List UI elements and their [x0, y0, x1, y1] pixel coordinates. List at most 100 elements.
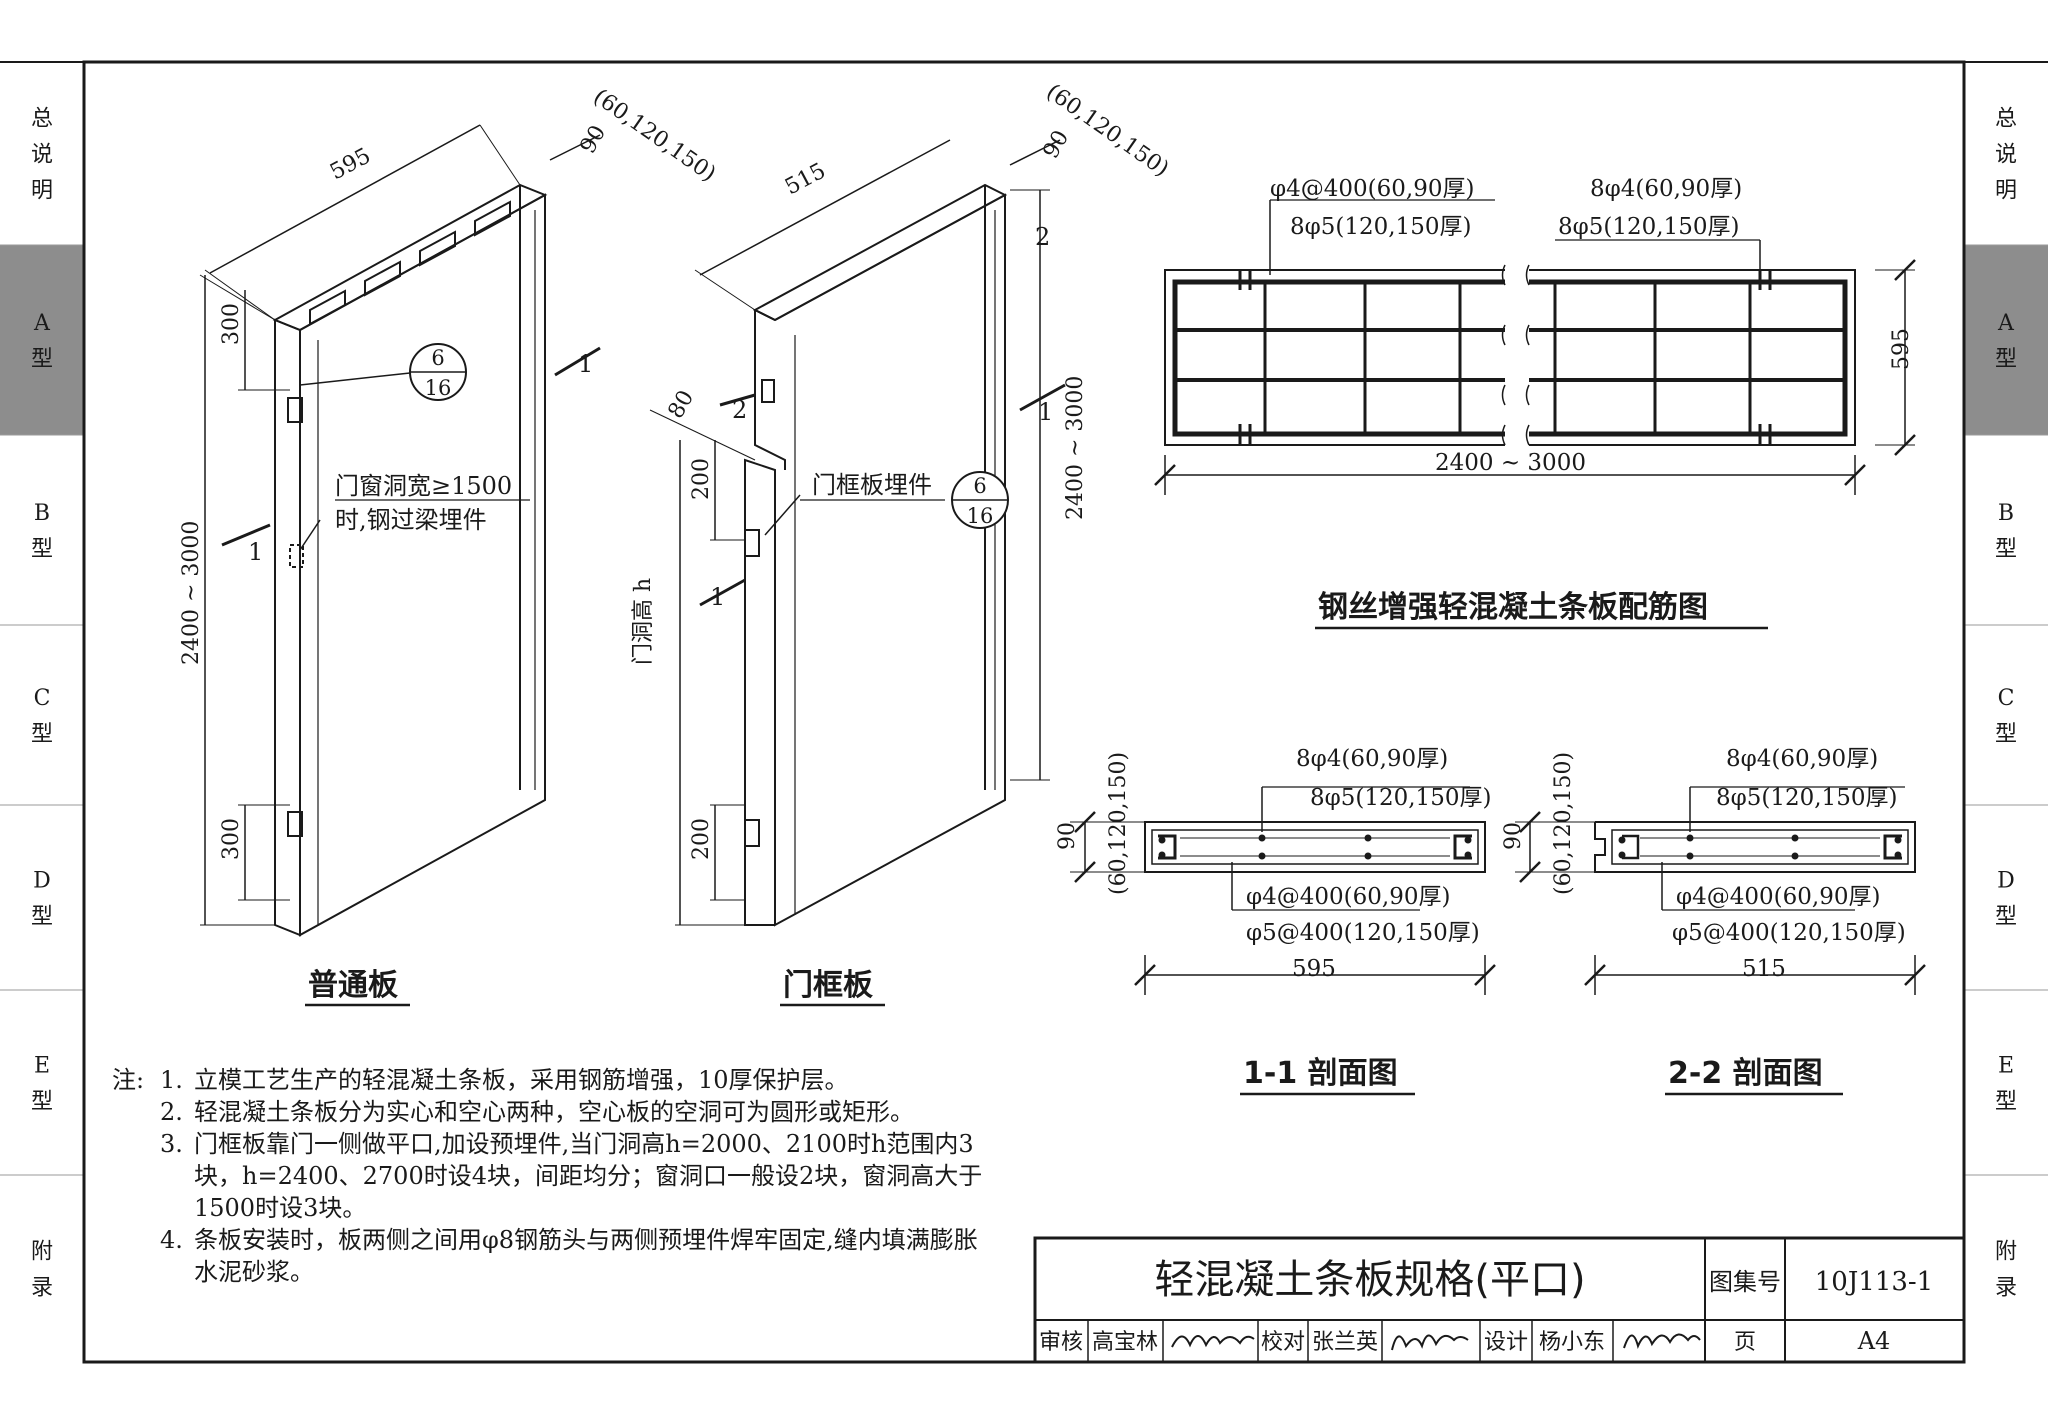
note-number: 1. [160, 1066, 183, 1094]
door-notch-dim: 80 [664, 386, 700, 423]
sec2-top-label1: 8φ4(60,90厚) [1726, 746, 1878, 772]
side-tab-highlight [1964, 245, 2048, 435]
side-tab-label: C [34, 686, 51, 711]
normal-thickness-dim: 90 [576, 121, 612, 158]
design-label: 设计 [1484, 1330, 1528, 1355]
door-detail-ref-bottom: 16 [967, 504, 994, 528]
review-label: 审核 [1039, 1330, 1083, 1355]
rebar-width-dim: 595 [1889, 328, 1914, 370]
door-detail-ref-top: 6 [973, 474, 986, 498]
normal-top-dim: 300 [219, 303, 244, 345]
side-tab-label: 型 [31, 905, 53, 930]
atlas-number: 10J113-1 [1815, 1267, 1933, 1297]
note-number: 2. [160, 1098, 183, 1126]
side-tab-label: 型 [31, 537, 53, 562]
sec2-bot-label2: φ5@400(120,150厚) [1672, 920, 1906, 946]
sec2-thick-options: (60,120,150) [1551, 752, 1576, 895]
drawing-title: 轻混凝土条板规格(平口) [1154, 1257, 1585, 1303]
side-tab-left-1[interactable]: A型 [0, 245, 84, 435]
side-tab-label: A [1997, 311, 2015, 336]
side-tab-label: 明 [1995, 179, 2017, 204]
sec1-top-label2: 8φ5(120,150厚) [1310, 785, 1491, 811]
side-tab-label: E [34, 1054, 50, 1079]
page-label: 页 [1734, 1330, 1756, 1355]
side-tab-right-5[interactable]: E型 [1995, 1054, 2017, 1115]
note-item: 注: 1. 立模工艺生产的轻混凝土条板，采用钢筋增强，10厚保护层。 [112, 1064, 992, 1096]
door-width-dim: 515 [781, 159, 830, 201]
checker-name: 张兰英 [1312, 1330, 1378, 1355]
side-tab-left-5[interactable]: E型 [31, 1054, 53, 1115]
side-tab-label: E [1998, 1054, 2014, 1079]
sec1-bot-label2: φ5@400(120,150厚) [1246, 920, 1480, 946]
reviewer-signature [1171, 1335, 1255, 1348]
reviewer-name: 高宝林 [1092, 1330, 1158, 1355]
note-item: 3. 门框板靠门一侧做平口,加设预埋件,当门洞高h=2000、2100时h范围内… [112, 1128, 992, 1224]
side-tab-right-6[interactable]: 附录 [1995, 1240, 2017, 1301]
side-tab-label: 附 [31, 1240, 53, 1265]
normal-panel-title: 普通板 [308, 968, 398, 1003]
side-tab-left-0[interactable]: 总说明 [31, 107, 53, 204]
note-text: 轻混凝土条板分为实心和空心两种，空心板的空洞可为圆形或矩形。 [194, 1098, 914, 1126]
designer-name: 杨小东 [1539, 1330, 1605, 1355]
side-tab-label: 说 [31, 143, 53, 168]
normal-section-mark-left: 1 [248, 538, 263, 566]
door-section-mark-1-left: 1 [710, 583, 725, 611]
side-tab-label: 型 [1995, 905, 2017, 930]
sec2-top-label2: 8φ5(120,150厚) [1716, 785, 1897, 811]
side-tab-label: 说 [1995, 143, 2017, 168]
side-tab-left-6[interactable]: 附录 [31, 1240, 53, 1301]
door-thickness-options: (60,120,150) [1042, 79, 1174, 182]
note-number: 3. [160, 1130, 183, 1158]
note-number: 4. [160, 1226, 183, 1254]
side-tab-label: 明 [31, 179, 53, 204]
normal-width-dim: 595 [326, 144, 375, 186]
door-panel-drawing [649, 139, 1066, 927]
side-tab-label: 型 [1995, 347, 2017, 372]
side-tab-label: D [1997, 869, 2015, 894]
atlas-label: 图集号 [1709, 1268, 1781, 1296]
checker-signature [1391, 1334, 1469, 1351]
side-tab-left-2[interactable]: B型 [31, 501, 53, 562]
side-tab-label: 型 [1995, 537, 2017, 562]
normal-detail-ref-bottom: 16 [425, 376, 452, 400]
side-tab-right-3[interactable]: C型 [1995, 686, 2017, 747]
side-tab-label: 录 [31, 1276, 53, 1301]
rebar-label-a1: φ4@400(60,90厚) [1270, 176, 1474, 202]
side-tab-label: 录 [1995, 1276, 2017, 1301]
rebar-plan-drawing [1154, 199, 1916, 495]
normal-note-line1: 门窗洞宽≥1500 [335, 472, 512, 500]
side-tab-left-3[interactable]: C型 [31, 686, 53, 747]
normal-section-mark-right: 1 [578, 350, 593, 378]
rebar-plan-title: 钢丝增强轻混凝土条板配筋图 [1318, 590, 1708, 625]
rebar-label-b2: 8φ5(120,150厚) [1558, 214, 1739, 240]
section-2-drawing [1515, 786, 1926, 995]
side-tab-label: 型 [1995, 722, 2017, 747]
side-tab-right-2[interactable]: B型 [1995, 501, 2017, 562]
sec1-width-dim: 595 [1292, 956, 1336, 982]
rebar-label-b1: 8φ4(60,90厚) [1590, 176, 1742, 202]
notes-block: 注: 1. 立模工艺生产的轻混凝土条板，采用钢筋增强，10厚保护层。 2. 轻混… [112, 1064, 992, 1288]
side-tab-right-1[interactable]: A型 [1964, 245, 2048, 435]
notes-prefix: 注: [112, 1066, 145, 1094]
normal-note-line2: 时,钢过梁埋件 [335, 506, 487, 534]
sec1-thick-dim: 90 [1055, 822, 1080, 850]
side-tab-label: 型 [1995, 1090, 2017, 1115]
side-tab-label: 型 [31, 722, 53, 747]
rebar-length-dim: 2400 ~ 3000 [1435, 450, 1586, 476]
side-tab-label: 型 [31, 347, 53, 372]
side-tab-highlight [0, 245, 84, 435]
note-text: 门框板靠门一侧做平口,加设预埋件,当门洞高h=2000、2100时h范围内3 块… [194, 1130, 983, 1222]
side-tab-left-4[interactable]: D型 [31, 869, 53, 930]
sec2-thick-dim: 90 [1501, 822, 1526, 850]
side-tab-label: 附 [1995, 1240, 2017, 1265]
side-tab-right-0[interactable]: 总说明 [1995, 107, 2017, 204]
section-2-title: 2-2 剖面图 [1668, 1056, 1823, 1091]
door-section-mark-2-left: 2 [732, 396, 747, 424]
section-1-drawing [1070, 786, 1496, 995]
door-thickness-dim: 90 [1039, 126, 1075, 163]
side-tab-right-4[interactable]: D型 [1995, 869, 2017, 930]
title-block [1033, 1236, 1966, 1364]
page-number: A4 [1857, 1327, 1891, 1355]
